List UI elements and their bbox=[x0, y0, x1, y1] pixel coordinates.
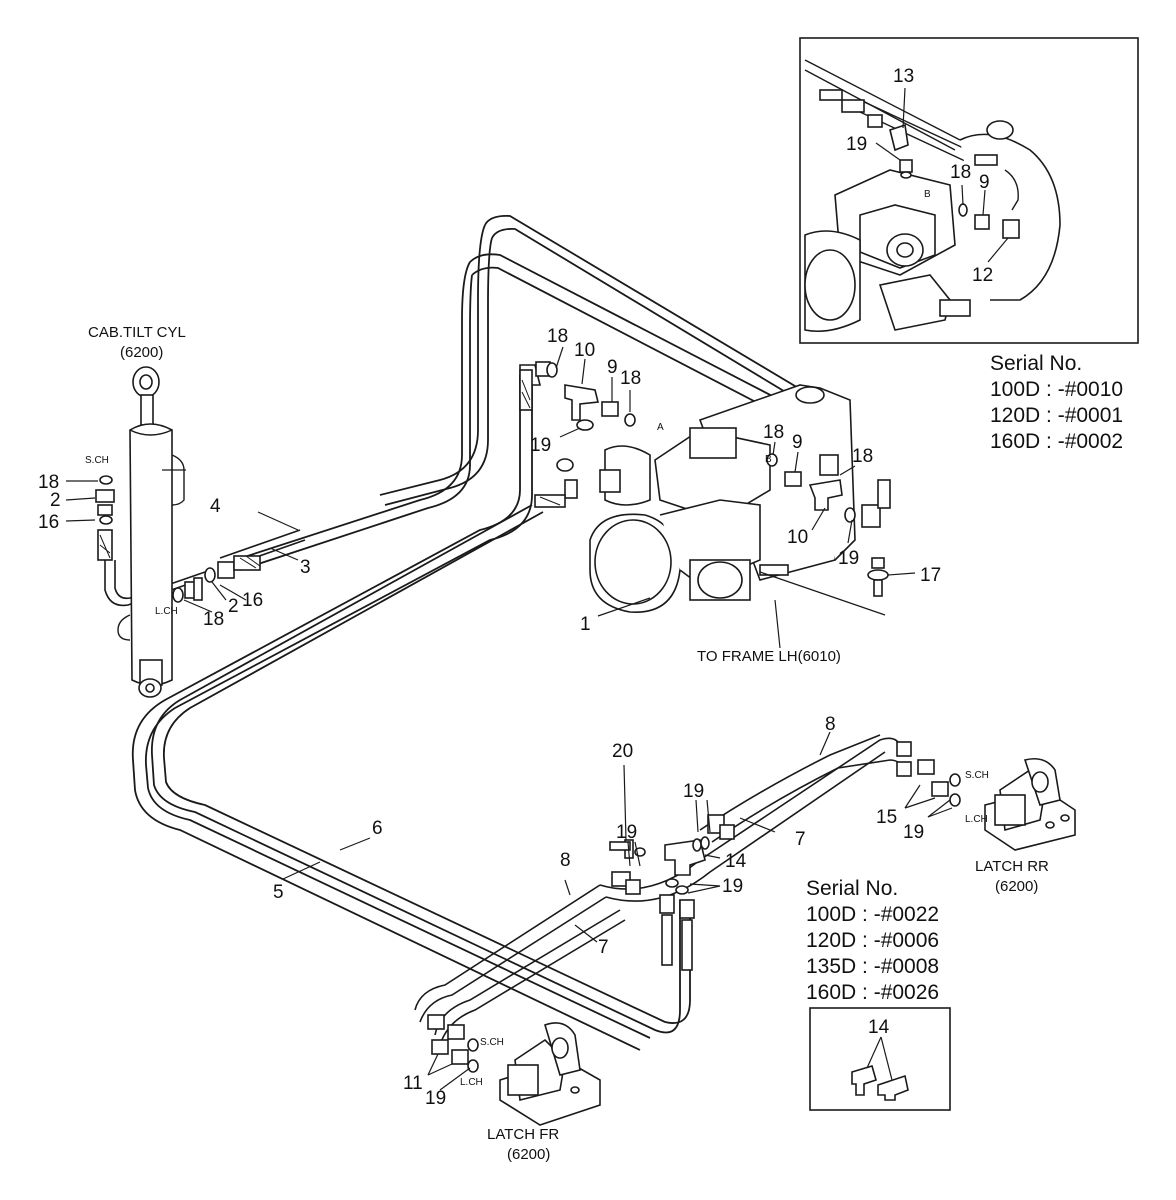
cab-tilt-cyl-ref: (6200) bbox=[120, 344, 163, 361]
latch-rr-label: LATCH RR bbox=[975, 858, 1049, 875]
latch-fr bbox=[427, 1014, 601, 1126]
callout-9: 9 bbox=[979, 172, 990, 193]
callout-5: 5 bbox=[273, 882, 284, 903]
callout-6: 6 bbox=[372, 818, 383, 839]
cyl-lch-label: L.CH bbox=[155, 606, 178, 617]
rr-lch-label: L.CH bbox=[965, 814, 988, 825]
tee-connector-group bbox=[609, 814, 735, 971]
callout-19: 19 bbox=[616, 822, 637, 843]
callout-16: 16 bbox=[242, 590, 263, 611]
serial-bottom-row: 160D : -#0026 bbox=[806, 981, 939, 1004]
serial-bottom-row: 135D : -#0008 bbox=[806, 955, 939, 978]
callout-3: 3 bbox=[300, 557, 311, 578]
callout-14: 14 bbox=[725, 851, 747, 872]
serial-bottom-title: Serial No. bbox=[806, 877, 898, 900]
callout-18: 18 bbox=[950, 162, 971, 183]
callout-8: 8 bbox=[560, 850, 571, 871]
cyl-sch-label: S.CH bbox=[85, 455, 109, 466]
callout-1: 1 bbox=[580, 614, 591, 635]
leader-lines bbox=[65, 87, 1009, 1091]
port-a-label: A bbox=[657, 422, 664, 433]
hose-5-6 bbox=[131, 215, 846, 1051]
callout-9: 9 bbox=[792, 432, 803, 453]
port-b-inset-label: B bbox=[924, 189, 931, 200]
callout-2: 2 bbox=[228, 596, 239, 617]
callout-15: 15 bbox=[876, 807, 897, 828]
fr-lch-label: L.CH bbox=[460, 1077, 483, 1088]
to-frame-label: TO FRAME LH(6010) bbox=[697, 648, 841, 665]
cab-tilt-cyl-label: CAB.TILT CYL bbox=[88, 324, 186, 341]
rr-sch-label: S.CH bbox=[965, 770, 989, 781]
callout-12: 12 bbox=[972, 265, 993, 286]
callout-7: 7 bbox=[795, 829, 806, 850]
serial-block-top: Serial No. 100D : -#0010 120D : -#0001 1… bbox=[990, 352, 1123, 453]
text-labels: CAB.TILT CYL (6200) TO FRAME LH(6010) LA… bbox=[85, 189, 1049, 1163]
serial-top-row: 120D : -#0001 bbox=[990, 404, 1123, 427]
callout-19: 19 bbox=[722, 876, 743, 897]
pump-top-fittings bbox=[535, 361, 891, 859]
pump-unit bbox=[519, 364, 856, 613]
serial-top-title: Serial No. bbox=[990, 352, 1082, 375]
callout-9: 9 bbox=[607, 357, 618, 378]
serial-top-row: 100D : -#0010 bbox=[990, 378, 1123, 401]
cab-tilt-cylinder bbox=[95, 366, 185, 698]
callout-numbers: 1 2 2 3 4 5 6 7 7 8 8 9 9 9 10 10 11 12 … bbox=[38, 66, 993, 1109]
serial-block-bottom: Serial No. 100D : -#0022 120D : -#0006 1… bbox=[806, 877, 939, 1004]
callout-18: 18 bbox=[852, 446, 873, 467]
callout-8: 8 bbox=[825, 714, 836, 735]
inset-detail bbox=[799, 37, 1139, 344]
callout-18: 18 bbox=[620, 368, 641, 389]
cylinder-lch-fittings bbox=[172, 555, 261, 603]
callout-19: 19 bbox=[683, 781, 704, 802]
callout-10: 10 bbox=[787, 527, 808, 548]
serial-bottom-row: 120D : -#0006 bbox=[806, 929, 939, 952]
callout-18: 18 bbox=[38, 472, 59, 493]
latch-fr-ref: (6200) bbox=[507, 1146, 550, 1163]
callout-18: 18 bbox=[763, 422, 784, 443]
serial-bottom-row: 100D : -#0022 bbox=[806, 903, 939, 926]
callout-19: 19 bbox=[903, 822, 924, 843]
callout-17: 17 bbox=[920, 565, 941, 586]
callout-14: 14 bbox=[868, 1017, 890, 1038]
callout-19: 19 bbox=[846, 134, 867, 155]
callout-4: 4 bbox=[210, 496, 221, 517]
latch-fr-label: LATCH FR bbox=[487, 1126, 559, 1143]
callout-20: 20 bbox=[612, 741, 633, 762]
callout-19: 19 bbox=[530, 435, 551, 456]
callout-18: 18 bbox=[203, 609, 224, 630]
port-b-label: B bbox=[765, 454, 772, 465]
callout-19: 19 bbox=[838, 548, 859, 569]
callout-11: 11 bbox=[403, 1073, 423, 1094]
callout-7: 7 bbox=[598, 937, 609, 958]
callout-13: 13 bbox=[893, 66, 914, 87]
tee-alt-box bbox=[809, 1007, 951, 1111]
serial-top-row: 160D : -#0002 bbox=[990, 430, 1123, 453]
callout-2: 2 bbox=[50, 490, 61, 511]
callout-10: 10 bbox=[574, 340, 595, 361]
callout-18: 18 bbox=[547, 326, 568, 347]
latch-rr bbox=[896, 741, 1076, 851]
latch-rr-ref: (6200) bbox=[995, 878, 1038, 895]
fr-sch-label: S.CH bbox=[480, 1037, 504, 1048]
callout-19: 19 bbox=[425, 1088, 446, 1109]
callout-16: 16 bbox=[38, 512, 59, 533]
